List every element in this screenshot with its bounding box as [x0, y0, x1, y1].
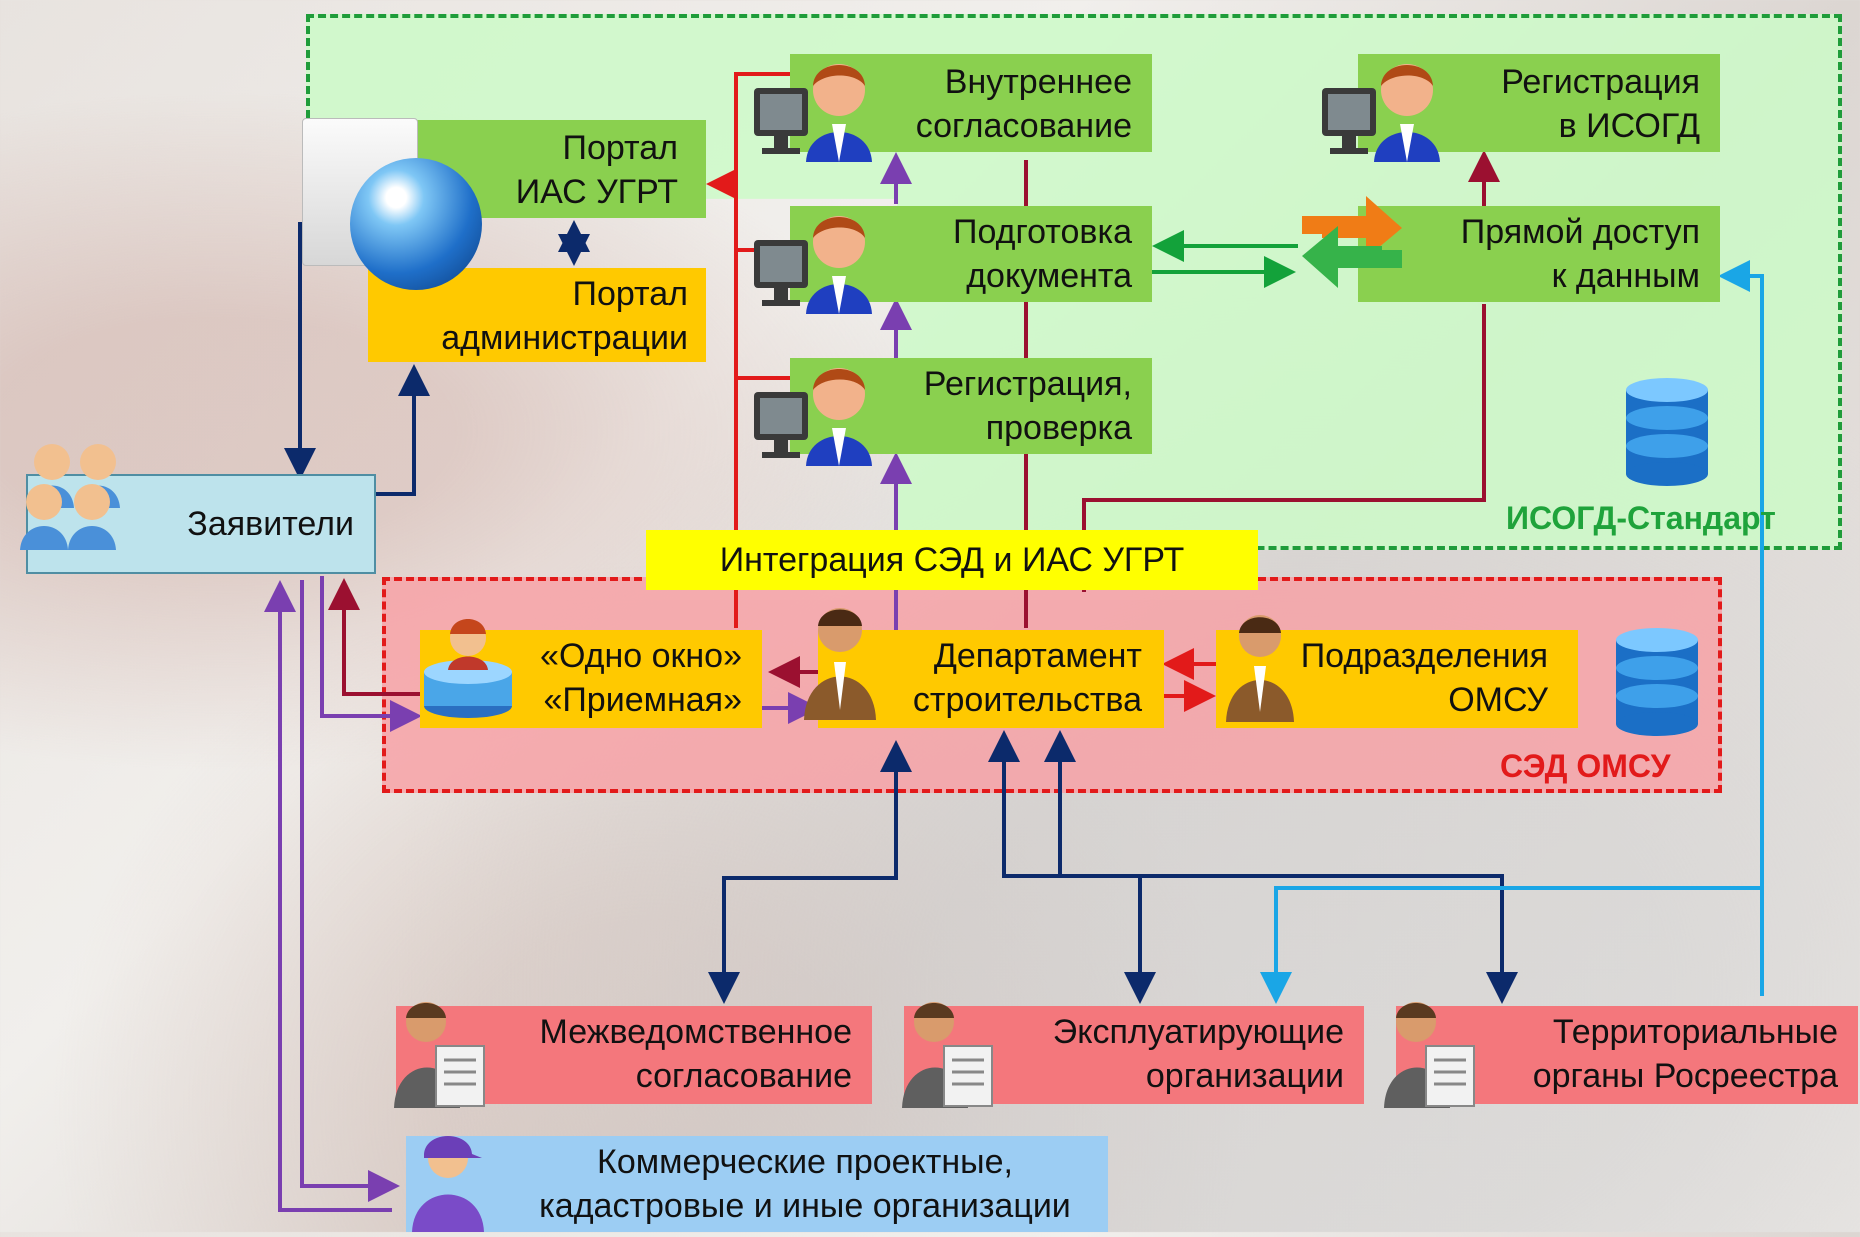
direct-access-line2: к данным: [1551, 257, 1700, 295]
reg-isogd-line1: Регистрация: [1501, 63, 1700, 101]
one-window-line1: «Одно окно»: [540, 637, 742, 675]
reg-isogd-line2: в ИСОГД: [1558, 107, 1700, 145]
clerk-document-icon: [900, 996, 996, 1108]
clerk-document-icon: [392, 996, 488, 1108]
internal-approval-line2: согласование: [915, 107, 1132, 145]
operator-icon: [1320, 50, 1448, 162]
doc-prep-line2: документа: [966, 257, 1132, 295]
portal-ias-line1: Портал: [562, 129, 678, 167]
one-window-line2: «Приемная»: [543, 681, 742, 719]
isogd-zone-label: ИСОГД-Стандарт: [1506, 500, 1776, 536]
operating-orgs-line2: организации: [1145, 1057, 1344, 1095]
commercial-line2: кадастровые и иные организации: [539, 1187, 1071, 1225]
manager-icon: [1222, 608, 1298, 722]
dept-construction-box[interactable]: Департамент строительства: [818, 630, 1164, 728]
operating-orgs-line1: Эксплуатирующие: [1052, 1013, 1344, 1051]
internal-approval-line1: Внутреннее: [944, 63, 1132, 101]
integration-banner: Интеграция СЭД и ИАС УГРТ: [646, 530, 1258, 590]
operator-icon: [752, 50, 880, 162]
dept-construction-line1: Департамент: [933, 637, 1142, 675]
globe-icon: [350, 158, 482, 290]
rosreestr-line1: Территориальные: [1552, 1013, 1838, 1051]
omsu-units-line1: Подразделения: [1300, 637, 1548, 675]
sed-zone-label: СЭД ОМСУ: [1500, 748, 1671, 784]
direct-access-box[interactable]: Прямой доступ к данным: [1358, 206, 1720, 302]
interagency-line1: Межведомственное: [539, 1013, 852, 1051]
database-icon: [1612, 626, 1702, 738]
interagency-line2: согласование: [635, 1057, 852, 1095]
portal-admin-line1: Портал: [572, 275, 688, 313]
omsu-units-line2: ОМСУ: [1448, 681, 1548, 719]
reception-icon: [418, 612, 518, 718]
operator-icon: [752, 354, 880, 466]
reg-check-line1: Регистрация,: [923, 365, 1132, 403]
users-group-icon: [12, 438, 130, 570]
portal-ias-line2: ИАС УГРТ: [515, 173, 678, 211]
reg-check-line2: проверка: [985, 409, 1132, 447]
portal-ias-box[interactable]: Портал ИАС УГРТ: [412, 120, 706, 218]
operator-icon: [752, 202, 880, 314]
sync-arrows-icon: [1296, 186, 1408, 298]
contractor-icon: [406, 1124, 490, 1232]
portal-admin-box[interactable]: Портал администрации: [368, 268, 706, 362]
rosreestr-line2: органы Росреестра: [1532, 1057, 1838, 1095]
database-icon: [1622, 376, 1712, 488]
manager-icon: [800, 600, 880, 720]
commercial-box[interactable]: Коммерческие проектные, кадастровые и ин…: [406, 1136, 1108, 1232]
portal-admin-line2: администрации: [441, 319, 688, 357]
dept-construction-line2: строительства: [912, 681, 1142, 719]
doc-prep-line1: Подготовка: [953, 213, 1132, 251]
applicants-label: Заявители: [187, 505, 354, 543]
clerk-document-icon: [1382, 996, 1478, 1108]
direct-access-line1: Прямой доступ: [1460, 213, 1700, 251]
commercial-line1: Коммерческие проектные,: [597, 1143, 1013, 1181]
